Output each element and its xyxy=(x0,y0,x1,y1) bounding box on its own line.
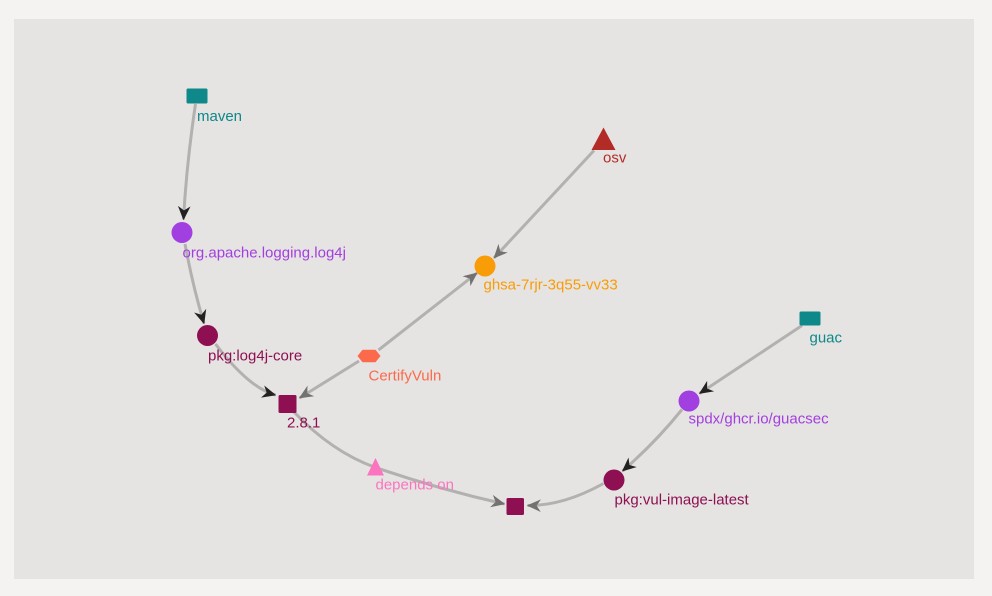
edge-certifyvuln-to-ghsa xyxy=(377,271,478,352)
edge-pkg-vul-image-to-version-square xyxy=(526,482,605,512)
node-certifyvuln[interactable] xyxy=(357,349,381,363)
node-osv-label: osv xyxy=(603,150,627,167)
node-version-unlabeled[interactable] xyxy=(506,498,525,515)
node-spdx-ghcr-io-guacsec-label: spdx/ghcr.io/guacsec xyxy=(689,411,830,428)
node-org-apache-logging-log4j[interactable] xyxy=(171,222,193,243)
edge-certifyvuln-to-version-281 xyxy=(298,359,360,400)
node-ghsa-7rjr-3q55-vv33-label: ghsa-7rjr-3q55-vv33 xyxy=(484,277,618,294)
node-guac[interactable] xyxy=(799,311,821,326)
node-pkg-vul-image-latest-label: pkg:vul-image-latest xyxy=(615,492,750,509)
node-pkg-vul-image-latest[interactable] xyxy=(603,469,625,491)
node-guac-label: guac xyxy=(810,330,843,347)
node-pkg-log4j-core-label: pkg:log4j-core xyxy=(208,348,302,365)
edge-guac-to-spdx xyxy=(698,324,803,395)
node-version-2-8-1[interactable] xyxy=(278,395,297,413)
label-layer: maven org.apache.logging.log4j pkg:log4j… xyxy=(183,108,843,509)
node-depends-on-label: depends on xyxy=(376,477,454,494)
node-osv[interactable] xyxy=(591,127,616,151)
edge-spdx-to-pkg-vul-image xyxy=(621,408,684,473)
node-version-2-8-1-label: 2.8.1 xyxy=(287,415,320,432)
node-spdx-ghcr-io-guacsec[interactable] xyxy=(678,390,700,412)
edge-pkg-log4j-core-to-version-281 xyxy=(214,343,277,398)
edge-maven-to-namespace xyxy=(177,103,197,221)
edge-layer xyxy=(177,103,803,512)
graph-svg: maven org.apache.logging.log4j pkg:log4j… xyxy=(171,88,843,515)
node-layer xyxy=(171,88,821,515)
node-org-apache-logging-log4j-label: org.apache.logging.log4j xyxy=(183,245,346,262)
node-pkg-log4j-core[interactable] xyxy=(197,325,218,346)
graph-canvas[interactable]: maven org.apache.logging.log4j pkg:log4j… xyxy=(14,19,974,579)
node-maven-label: maven xyxy=(197,108,242,125)
node-certifyvuln-label: CertifyVuln xyxy=(369,368,442,385)
edge-osv-to-ghsa xyxy=(492,149,596,260)
edge-namespace-to-pkg-log4j-core xyxy=(183,243,207,325)
node-maven[interactable] xyxy=(186,88,208,104)
node-depends-on[interactable] xyxy=(367,458,384,476)
node-ghsa-7rjr-3q55-vv33[interactable] xyxy=(474,255,496,277)
